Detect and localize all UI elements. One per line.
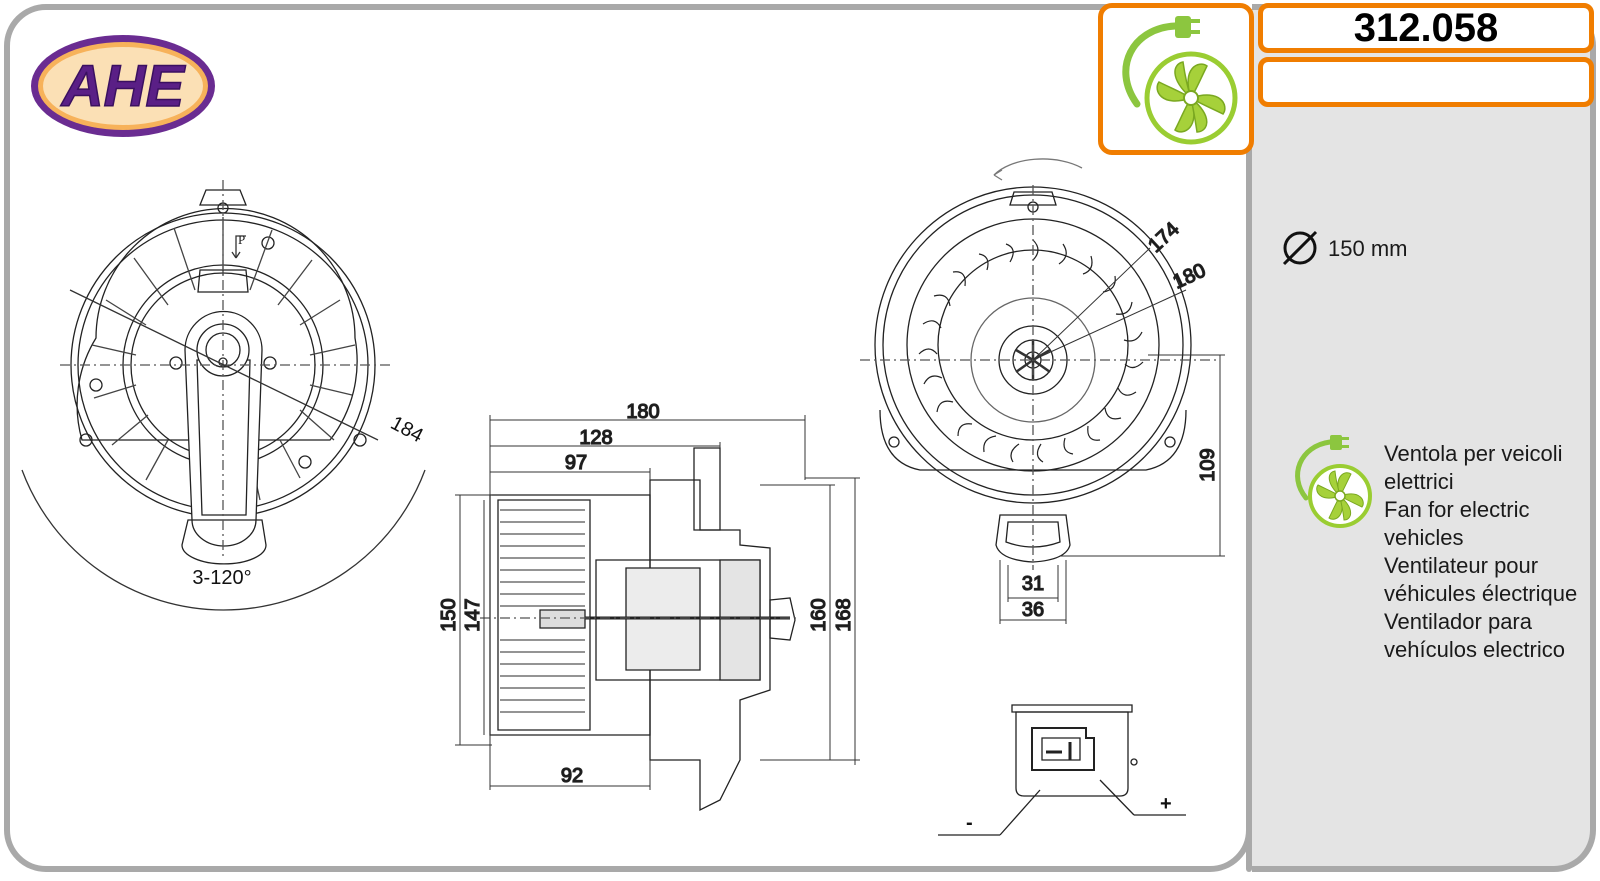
diameter-value: 150 mm [1328, 236, 1408, 261]
connector-view [938, 704, 1186, 836]
desc-line: vehicles [1384, 525, 1464, 550]
dim-147: 147 [462, 598, 484, 631]
product-description: Ventola per veicoli elettrici Fan for el… [1384, 440, 1577, 664]
dim-180: 180 [626, 401, 659, 423]
mark-p: P [238, 232, 245, 247]
desc-line: Ventilador para [1384, 609, 1532, 634]
dim-150: 150 [438, 598, 460, 631]
diameter-symbol-icon [1282, 230, 1318, 266]
desc-line: vehículos electrico [1384, 637, 1565, 662]
dim-36: 36 [1022, 599, 1044, 621]
logo-text: AHE [60, 54, 187, 119]
dim-31: 31 [1022, 573, 1044, 595]
info-panel [1252, 4, 1596, 872]
dim-160: 160 [808, 598, 830, 631]
dim-128: 128 [579, 427, 612, 449]
part-code: 312.058 [1353, 6, 1499, 50]
connector-plus: + [1160, 793, 1172, 815]
desc-line: Ventilateur pour [1384, 553, 1539, 578]
technical-drawing: 180 128 97 92 150 147 160 168 [21, 158, 1225, 836]
dim-92: 92 [561, 765, 583, 787]
desc-line: elettrici [1384, 469, 1454, 494]
connector-minus: - [966, 812, 973, 834]
blower-wheel-blades [918, 239, 1144, 463]
front-view [21, 180, 426, 611]
rear-view: 174 180 109 31 36 [860, 158, 1225, 624]
ahe-logo: AHE [28, 32, 218, 145]
electric-fan-icon [1295, 435, 1372, 528]
side-view: 180 128 97 92 150 147 160 168 [437, 400, 860, 812]
electric-fan-icon [1122, 16, 1238, 145]
desc-line: Ventola per veicoli [1384, 441, 1563, 466]
dim-angle: 3-120° [192, 567, 251, 589]
ev-fan-small [1286, 432, 1382, 537]
dim-109: 109 [1197, 448, 1219, 481]
part-code-box: 312.058 [1258, 3, 1594, 53]
dim-168: 168 [833, 598, 855, 631]
dim-97: 97 [565, 452, 587, 474]
panel-divider [1246, 150, 1252, 872]
secondary-code-box [1258, 57, 1594, 107]
dim-184: 184 [387, 412, 427, 447]
dim-180-rear: 180 [1170, 260, 1210, 294]
desc-line: Fan for electric [1384, 497, 1530, 522]
ev-fan-badge [1098, 3, 1254, 155]
desc-line: véhicules électrique [1384, 581, 1578, 606]
